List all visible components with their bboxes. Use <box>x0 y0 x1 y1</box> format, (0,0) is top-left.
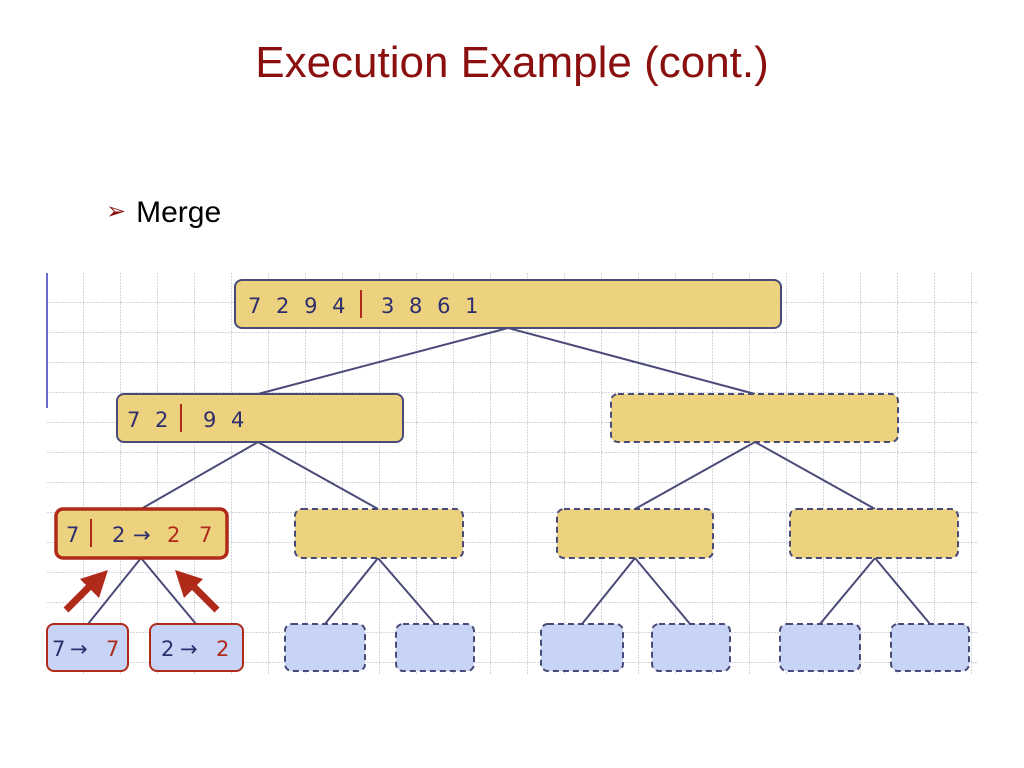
leaf-node-pending-3 <box>284 623 366 672</box>
root-node <box>234 279 782 329</box>
level2-arrow: → <box>133 523 151 547</box>
level1-right-values: 9 4 <box>203 408 248 432</box>
leaf-2-output: 2 <box>216 637 229 661</box>
edge-l1left-a <box>140 441 259 510</box>
leaf-1-arrow: → <box>70 637 88 661</box>
leaf-node-pending-8 <box>890 623 970 672</box>
leaf-node-pending-7 <box>779 623 861 672</box>
edge-l2c-b <box>634 557 691 625</box>
edge-root-left <box>257 327 509 395</box>
leaf-node-pending-5 <box>540 623 624 672</box>
edge-l2a-b <box>140 557 197 625</box>
bullet-arrow-icon: ➢ <box>106 198 127 225</box>
level1-right-node-pending <box>610 393 899 443</box>
level2-node-pending-c <box>556 508 714 559</box>
edge-l2b-a <box>324 557 379 625</box>
level1-left-values: 7 2 <box>127 408 172 432</box>
level2-mid-value: 2 <box>112 523 125 547</box>
level2-node-pending-b <box>294 508 464 559</box>
level2-left-value: 7 <box>66 523 79 547</box>
level2-node-pending-d <box>789 508 959 559</box>
leaf-2-input: 2 <box>161 637 174 661</box>
root-right-values: 3 8 6 1 <box>381 294 482 318</box>
edge-l1left-b <box>257 441 379 510</box>
leaf-node-1 <box>46 623 129 672</box>
level2-active-node <box>54 507 229 560</box>
level1-left-node <box>116 393 404 443</box>
edge-l1right-a <box>634 441 756 510</box>
root-left-values: 7 2 9 4 <box>248 294 349 318</box>
grid-background <box>47 273 978 675</box>
edge-l2d-b <box>874 557 931 625</box>
leaf-node-pending-4 <box>395 623 475 672</box>
tree-edges <box>87 327 931 625</box>
leaf-1-output: 7 <box>106 637 119 661</box>
edge-l2c-a <box>581 557 636 625</box>
edge-l2b-b <box>377 557 436 625</box>
merge-arrow-right-icon <box>175 570 220 613</box>
edge-l2d-a <box>819 557 876 625</box>
leaf-node-2 <box>149 623 244 672</box>
leaf-node-pending-6 <box>651 623 731 672</box>
merge-arrow-left-icon <box>63 570 108 613</box>
leaf-2-arrow: → <box>180 637 198 661</box>
bullet-label: Merge <box>136 196 222 229</box>
slide-title: Execution Example (cont.) <box>255 38 769 87</box>
level2-result: 2 7 <box>167 523 218 547</box>
bullet-item: ➢ Merge <box>106 196 221 230</box>
edge-l1right-b <box>754 441 876 510</box>
edge-root-right <box>507 327 756 395</box>
edge-l2a-a <box>87 557 142 625</box>
leaf-1-input: 7 <box>52 637 65 661</box>
